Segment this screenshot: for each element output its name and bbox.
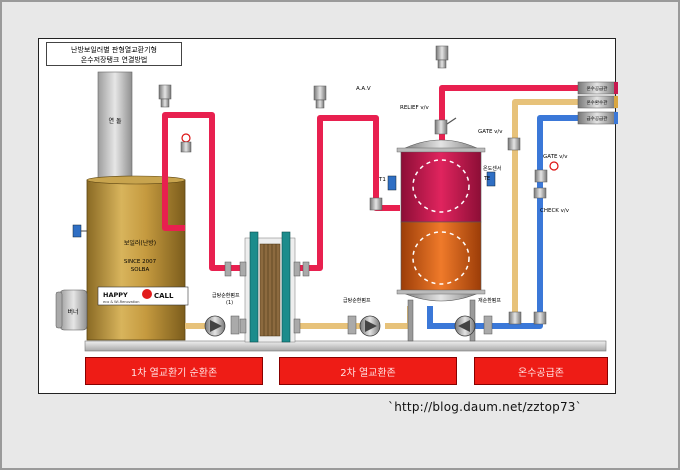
cold-inlet-pipe (427, 306, 455, 329)
chimney-label: 연 돌 (109, 117, 122, 125)
outlet-label-hot: 온수공급관 (587, 85, 608, 92)
circulation-arrows (412, 159, 470, 285)
exchanger-plate-left (249, 231, 259, 343)
tank-rim-top (396, 147, 486, 153)
gate-valve-icons (180, 133, 559, 325)
pump1-num-label: (1) (226, 300, 233, 306)
relief-valve-icon (434, 119, 448, 135)
logo-c-mark (142, 289, 152, 299)
cold-supply-pipe (475, 115, 600, 329)
logo-happy: HAPPY (103, 291, 128, 299)
boiler-top (86, 175, 186, 185)
title-line-1: 난방보일러별 판형열교환기형 (71, 46, 157, 54)
air-vent-icons (158, 45, 449, 109)
chimney (97, 71, 133, 181)
aav-label: A.A.V (356, 86, 371, 92)
blog-url: `http://blog.daum.net/zztop73` (388, 400, 582, 414)
burner-label: 버너 (67, 308, 78, 316)
diagram-title: 난방보일러별 판형열교환기형 온수저장탱크 연결방법 (46, 42, 182, 66)
relief-label: RELIEF v/v (400, 105, 429, 111)
exchanger-plates (259, 243, 281, 337)
pump2-label: 급탕순환펌프 (343, 297, 371, 304)
pump3-label: 재순환펌프 (478, 297, 501, 304)
t1-label: T1 (378, 177, 386, 183)
pump-recirculation-icon (454, 315, 493, 337)
pump-secondary-icon (347, 315, 381, 337)
logo-call: CALL (154, 292, 174, 300)
zone-secondary: 2차 열교환존 (279, 357, 457, 385)
burner-cap (55, 291, 63, 329)
outlet-pipe-ends (577, 81, 618, 125)
outlet-label-cold: 급수공급관 (587, 115, 608, 122)
sensor-label: 온도센서 (483, 165, 501, 172)
exchanger-plate-lines (263, 244, 277, 336)
logo-sub: eco & Wi-Renovation (103, 300, 140, 304)
exchanger-flanges (224, 261, 310, 334)
check-label: CHECK v/v (540, 208, 570, 214)
te-label: TE (483, 176, 490, 182)
tank-lower-warm (400, 221, 482, 293)
gate-label-1: GATE v/v (478, 129, 503, 135)
title-line-2: 온수저장탱크 연결방법 (80, 56, 148, 64)
boiler-name: 보일러(난방) (124, 239, 156, 247)
base-rail (84, 340, 607, 352)
pump1-label: 급탕순환펌프 (212, 292, 240, 299)
zone-supply: 온수공급존 (474, 357, 608, 385)
tank-rim-bottom (396, 289, 486, 295)
primary-hot-pipe (162, 112, 250, 271)
pump-primary-icon (204, 315, 240, 337)
outlet-label-return: 온수환수관 (587, 99, 608, 106)
t1-sensor-icon (387, 175, 397, 191)
tank-upper-hot (400, 149, 482, 223)
te-sensor-icon (486, 171, 496, 187)
boiler-since: SINCE 2007 (124, 259, 157, 265)
zone-primary: 1차 열교환기 순환존 (85, 357, 263, 385)
boiler-sensor-icon (72, 224, 82, 238)
boiler-body (86, 179, 186, 341)
gate-label-2: GATE v/v (543, 154, 568, 160)
secondary-hot-pipe (290, 115, 400, 271)
exchanger-plate-right (281, 231, 291, 343)
relief-valve-lever (446, 117, 457, 125)
boiler-brand: SOLBA (131, 267, 150, 273)
